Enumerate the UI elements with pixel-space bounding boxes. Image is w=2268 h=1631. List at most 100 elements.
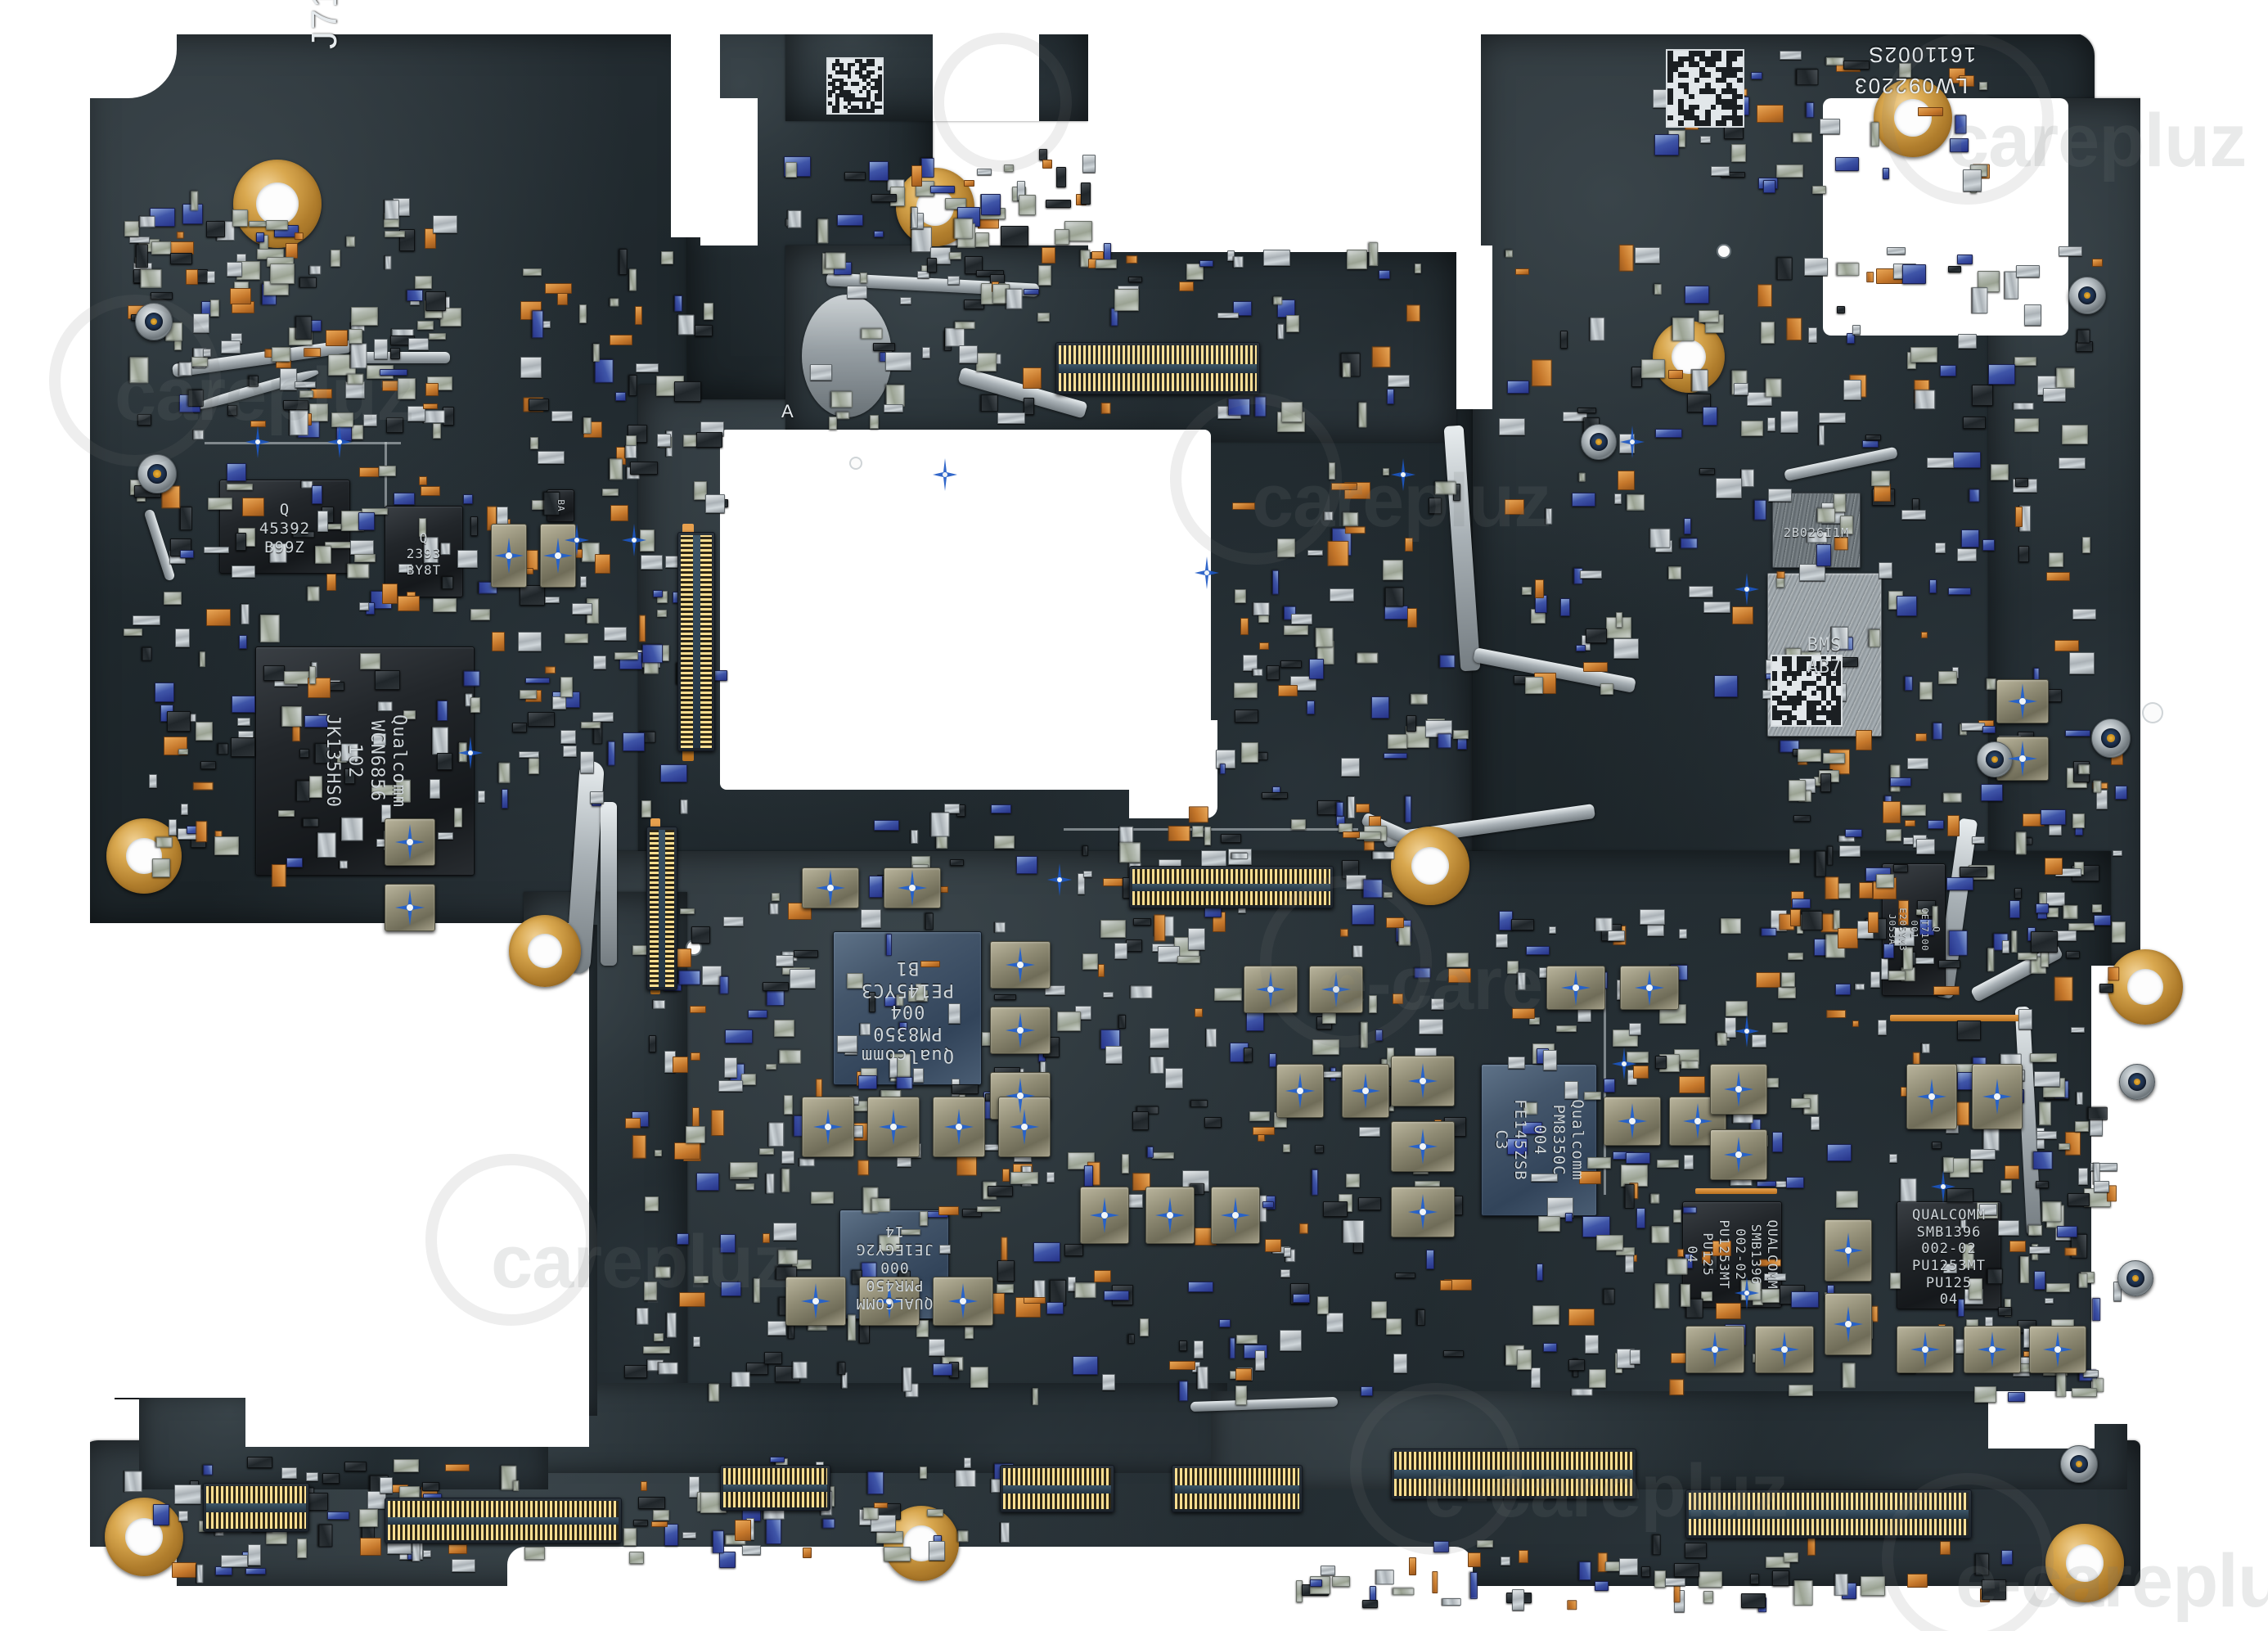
smd-passive — [1375, 1030, 1384, 1041]
smd-passive — [1244, 1048, 1253, 1062]
fpc-bottom-connector-6[interactable] — [1391, 1449, 1636, 1499]
smd-passive — [1699, 1570, 1723, 1588]
smd-passive — [678, 1292, 706, 1307]
smd-passive — [1834, 493, 1847, 512]
fpc-bottom-connector-5[interactable] — [1172, 1465, 1303, 1512]
fpc-bottom-connector-4[interactable] — [1000, 1465, 1114, 1512]
smd-passive — [398, 595, 420, 612]
smd-passive — [847, 972, 864, 989]
fpc-bottom-connector-2[interactable] — [385, 1498, 622, 1543]
smd-passive — [1616, 1246, 1635, 1256]
smd-passive — [653, 1509, 670, 1521]
smd-passive — [1326, 540, 1348, 566]
smd-passive — [2014, 402, 2034, 410]
smd-passive — [696, 431, 722, 448]
fpc-bottom-connector-3[interactable] — [720, 1465, 830, 1511]
smd-passive — [1685, 1543, 1708, 1559]
smd-passive — [231, 737, 256, 758]
smd-passive — [1979, 1204, 1998, 1216]
smd-passive — [350, 425, 363, 440]
smd-passive — [452, 1558, 476, 1573]
smd-passive — [1516, 1349, 1532, 1370]
smd-passive — [837, 214, 863, 227]
smd-passive — [2034, 1271, 2045, 1291]
smd-passive — [2071, 1387, 2098, 1398]
smd-passive — [871, 193, 898, 202]
smd-passive — [1668, 565, 1682, 579]
smd-passive — [1834, 1574, 1848, 1597]
smd-passive — [1217, 313, 1240, 319]
smd-passive — [390, 348, 400, 360]
smd-passive — [1219, 1318, 1231, 1327]
smd-passive — [1559, 597, 1570, 617]
smd-passive — [1982, 1579, 2006, 1601]
fpc-camera-connector-left[interactable] — [677, 532, 715, 751]
coax-antenna-contact-2[interactable] — [135, 303, 173, 340]
smd-passive — [208, 497, 233, 511]
smd-passive — [1001, 1237, 1008, 1261]
smd-passive — [1233, 300, 1252, 317]
smd-passive — [344, 768, 355, 784]
smd-passive — [1893, 864, 1908, 873]
smd-passive — [1576, 645, 1586, 651]
smd-passive — [1886, 828, 1901, 841]
fpc-display-connector-top[interactable] — [1055, 342, 1260, 394]
smd-passive — [822, 1519, 835, 1529]
smd-passive — [945, 198, 966, 210]
smd-passive — [454, 808, 462, 828]
smd-passive — [619, 248, 628, 275]
smd-passive — [859, 1023, 871, 1036]
fpc-bottom-connector-7[interactable] — [1685, 1489, 1972, 1539]
smd-passive — [331, 412, 353, 427]
smd-passive — [463, 494, 474, 505]
smd-passive — [1781, 971, 1796, 988]
coax-antenna-contact-9[interactable] — [1581, 424, 1617, 460]
mount-hole-left-lower — [106, 818, 182, 894]
smd-passive — [1942, 792, 1962, 804]
smd-passive — [609, 458, 623, 480]
coax-antenna-contact-1[interactable] — [137, 454, 177, 493]
fpc-battery-connector-mid[interactable] — [1129, 866, 1334, 908]
smd-passive — [1285, 315, 1299, 332]
smd-passive — [1615, 612, 1622, 629]
smd-passive — [1761, 928, 1777, 936]
inductor-block — [1080, 1187, 1129, 1244]
inductor-block — [998, 1097, 1051, 1157]
smd-passive — [1506, 961, 1519, 974]
coax-antenna-contact-4[interactable] — [2091, 719, 2131, 758]
smd-passive — [709, 1383, 720, 1401]
smd-passive — [1046, 200, 1071, 208]
coax-antenna-contact-7[interactable] — [2060, 1445, 2098, 1483]
smd-passive — [763, 1352, 782, 1364]
fpc-sub-connector-left[interactable] — [646, 827, 677, 990]
smd-passive — [772, 1223, 798, 1241]
smd-passive — [817, 219, 829, 244]
smd-passive — [2046, 572, 2071, 582]
smd-passive — [1246, 1011, 1265, 1032]
smd-passive — [255, 232, 264, 242]
smd-passive — [1518, 971, 1527, 990]
smd-passive — [644, 1196, 659, 1211]
smd-passive — [1139, 1318, 1149, 1337]
coax-antenna-contact-3[interactable] — [2068, 277, 2106, 314]
smd-passive — [148, 774, 158, 789]
smd-passive — [1878, 1019, 1887, 1036]
smd-passive — [610, 505, 628, 521]
smd-passive — [1342, 831, 1360, 838]
smd-passive — [2070, 1027, 2086, 1034]
coax-antenna-contact-8[interactable] — [1977, 741, 2013, 777]
smd-passive — [1873, 484, 1891, 502]
smd-passive — [1969, 1159, 1984, 1174]
fpc-bottom-connector-1[interactable] — [203, 1483, 309, 1532]
smd-passive — [1837, 928, 1858, 948]
smd-passive — [911, 830, 919, 845]
smd-passive — [1668, 369, 1683, 380]
smd-passive — [1328, 462, 1336, 480]
smd-passive — [1521, 586, 1532, 596]
smd-passive — [351, 307, 378, 327]
coax-antenna-contact-6[interactable] — [2117, 1260, 2153, 1296]
smd-passive — [1254, 396, 1267, 417]
coax-antenna-contact-5[interactable] — [2119, 1064, 2155, 1100]
smd-passive — [963, 1458, 971, 1469]
